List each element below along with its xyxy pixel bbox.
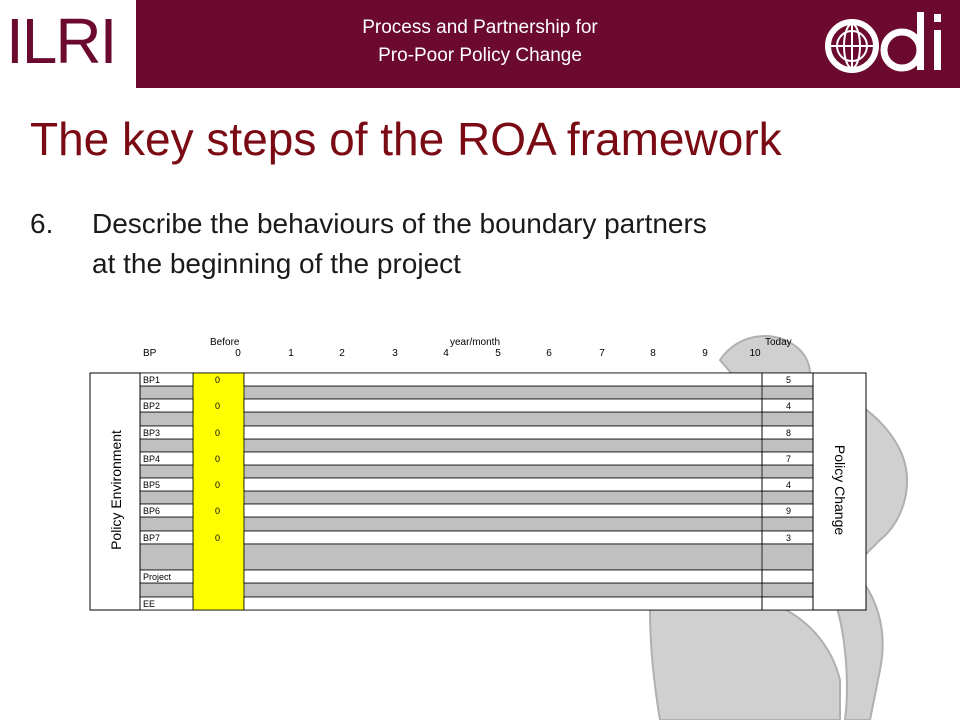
row-label: EE	[143, 599, 155, 609]
row-today-value: 9	[786, 506, 791, 516]
header-band	[136, 0, 960, 88]
scale-label-3: 3	[392, 348, 398, 359]
header-today: Today	[765, 337, 792, 348]
header-subtitle-line1: Process and Partnership for	[362, 17, 598, 38]
header-subtitle-line2: Pro-Poor Policy Change	[378, 45, 582, 66]
row-progress-cell	[243, 477, 763, 492]
row-progress-cell	[243, 596, 763, 611]
row-progress-cell	[243, 530, 763, 545]
step-text-line2: at the beginning of the project	[92, 248, 461, 279]
row-progress-cell	[243, 398, 763, 413]
scale-label-5: 5	[495, 348, 501, 359]
row-before-value: 0	[215, 454, 220, 464]
row-before-value: 0	[215, 401, 220, 411]
step-number: 6.	[30, 208, 54, 239]
row-label: BP3	[143, 428, 160, 438]
ilri-logo: ILRI	[6, 5, 117, 77]
table-row-blank	[243, 543, 814, 571]
scale-label-10: 10	[749, 348, 761, 359]
header: ILRI Process and Partnership for Pro-Poo…	[0, 0, 960, 88]
step-text: Describe the behaviours of the boundary …	[92, 204, 932, 284]
header-before: Before	[210, 337, 240, 348]
row-before-value: 0	[215, 533, 220, 543]
scale-label-0: 0	[235, 348, 241, 359]
odi-logo	[825, 12, 941, 73]
row-today-value: 3	[786, 533, 791, 543]
policy-environment-label: Policy Environment	[108, 430, 124, 550]
row-today-value: 5	[786, 375, 791, 385]
row-before-value: 0	[215, 506, 220, 516]
scale-label-4: 4	[443, 348, 449, 359]
scale-label-7: 7	[599, 348, 605, 359]
row-label: BP1	[143, 375, 160, 385]
header-subtitle: Process and Partnership for Pro-Poor Pol…	[300, 14, 660, 70]
row-progress-cell	[243, 451, 763, 466]
scale-label-9: 9	[702, 348, 708, 359]
row-progress-cell	[243, 425, 763, 440]
row-progress-cell	[243, 569, 763, 584]
row-today-value: 7	[786, 454, 791, 464]
row-today-cell	[761, 596, 814, 611]
before-column	[192, 372, 245, 611]
slide-title: The key steps of the ROA framework	[30, 113, 782, 165]
row-before-value: 0	[215, 480, 220, 490]
row-label: BP4	[143, 454, 160, 464]
scale-label-2: 2	[339, 348, 345, 359]
policy-change-label: Policy Change	[832, 444, 848, 536]
row-today-value: 4	[786, 401, 791, 411]
table-row-blank-label	[139, 543, 194, 571]
row-today-value: 4	[786, 480, 791, 490]
scale-label-6: 6	[546, 348, 552, 359]
row-label: BP5	[143, 480, 160, 490]
row-label: BP2	[143, 401, 160, 411]
scale-label-1: 1	[288, 348, 294, 359]
header-bp: BP	[143, 348, 157, 359]
header-yearmonth: year/month	[450, 337, 500, 348]
step-text-line1: Describe the behaviours of the boundary …	[92, 208, 707, 239]
scale-label-8: 8	[650, 348, 656, 359]
row-progress-cell	[243, 503, 763, 518]
row-label: BP7	[143, 533, 160, 543]
row-label: Project	[143, 572, 172, 582]
row-before-value: 0	[215, 428, 220, 438]
row-today-cell	[761, 569, 814, 584]
row-label: BP6	[143, 506, 160, 516]
row-today-value: 8	[786, 428, 791, 438]
row-progress-cell	[243, 372, 763, 387]
row-before-value: 0	[215, 375, 220, 385]
